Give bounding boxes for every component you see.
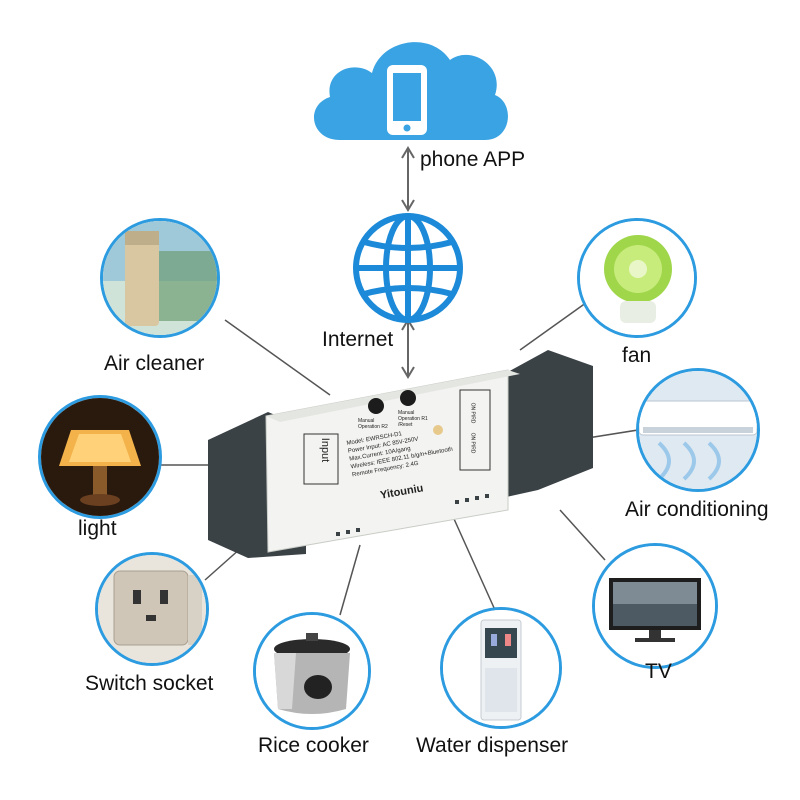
input-label: Input	[319, 437, 332, 463]
line-water-dispenser	[449, 509, 496, 611]
label-fan: fan	[622, 344, 652, 367]
line-tv	[559, 509, 606, 561]
terminal-label-1: ON PIRD	[469, 402, 476, 424]
air-cleaner-image	[100, 218, 220, 338]
fan-image	[577, 218, 697, 338]
label-internet: Internet	[322, 328, 394, 351]
manual-button-r1	[400, 390, 416, 406]
button-right-label: Manual Operation R1 /Reset	[398, 410, 428, 428]
label-switch-socket: Switch socket	[85, 672, 214, 695]
terminal-label-2: ON PIRD	[469, 432, 476, 454]
label-air-conditioning: Air conditioning	[625, 498, 769, 521]
water-dispenser-image	[440, 607, 562, 729]
button-left-label: Manual Operation R2	[358, 418, 388, 430]
label-rice-cooker: Rice cooker	[258, 734, 369, 757]
line-fan	[519, 299, 591, 351]
light-image	[38, 395, 162, 519]
globe-icon	[353, 213, 463, 323]
air-conditioning-image	[636, 368, 760, 492]
label-water-dispenser: Water dispenser	[416, 734, 569, 757]
arrow-cloud-globe	[401, 146, 415, 212]
label-phone-app: phone APP	[420, 148, 526, 171]
device-body	[208, 350, 593, 558]
line-air-cleaner	[224, 319, 331, 396]
label-air-cleaner: Air cleaner	[104, 352, 205, 375]
phone-icon	[387, 65, 427, 135]
manual-button-r2	[368, 398, 384, 414]
line-rice-cooker	[339, 544, 361, 616]
cloud-icon	[313, 42, 508, 141]
label-tv: TV	[645, 660, 672, 683]
rice-cooker-image	[253, 612, 371, 730]
tv-image	[592, 543, 718, 669]
label-light: light	[78, 517, 117, 540]
status-led	[433, 425, 443, 435]
switch-socket-image	[95, 552, 209, 666]
smart-switch-device: Input Manual Operation R2 Manual Operati…	[208, 340, 593, 560]
